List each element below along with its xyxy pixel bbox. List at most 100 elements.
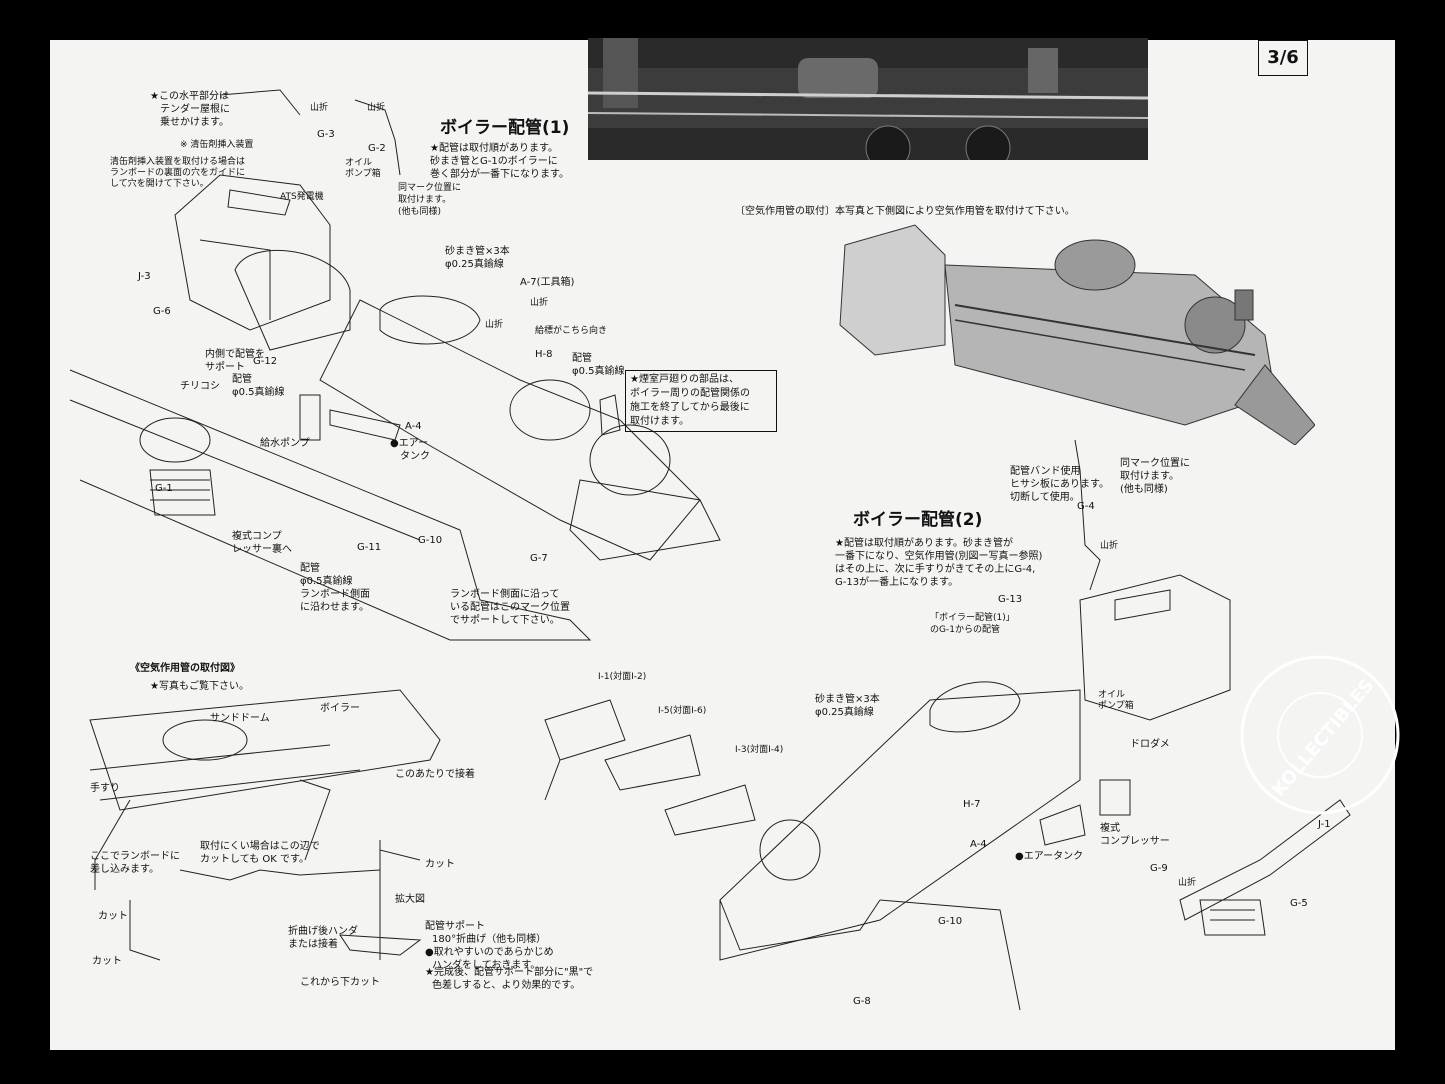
firebox-outline — [234, 249, 351, 351]
label-cutok-1: 取付にくい場合はこの辺で — [200, 841, 320, 852]
label-cutok-2: カットしても OK です。 — [200, 854, 309, 865]
label-sanddome: サンドドーム — [210, 713, 270, 724]
callout-rbs-1: ランボード側面に沿って — [450, 589, 560, 600]
instruction-sheet — [50, 40, 1395, 1050]
boiler2-outline — [719, 689, 1081, 961]
section2-note-3: はその上に、次に手すりがきてその上にG-4, — [835, 564, 1036, 575]
callout-compound-2: レッサー裏へ — [232, 544, 292, 555]
watermark-stamp: KOLLECTIBLES — [1230, 645, 1410, 825]
callout-oil-2: ポンプ箱 — [345, 169, 381, 179]
callout-oil2-2: ポンプ箱 — [1098, 701, 1134, 711]
label-boiler: ボイラー — [320, 703, 360, 714]
callout-dorodame: ドロダメ — [1130, 739, 1170, 750]
callout-samemark-2: 取付けます。 — [398, 195, 452, 205]
cab-outline — [174, 174, 331, 331]
callout-compressor-1: 複式 — [1100, 823, 1120, 834]
callout-rb-3: ランボード側面 — [300, 589, 370, 600]
part-label: G-3 — [317, 129, 335, 140]
fold-label-3: 山折 — [530, 298, 549, 308]
callout-same2-3: (他も同様) — [1120, 484, 1168, 495]
callout-ats: ATS発電機 — [280, 192, 324, 202]
callout-compressor-2: コンプレッサー — [1100, 836, 1170, 847]
smokebox-note-3: 施工を終了してから最後に — [630, 402, 750, 413]
label-cut-2: カット — [98, 911, 128, 922]
locomotive-photo-top — [588, 38, 1148, 160]
callout-cleaning: ※ 清缶剤挿入装置 — [180, 140, 254, 150]
label-enlarged: 拡大図 — [395, 894, 425, 905]
callout-dust: チリコシ — [180, 381, 220, 392]
fold-label-4: 山折 — [485, 320, 504, 330]
smokebox-note-2: ボイラー周りの配管関係の — [630, 388, 750, 399]
callout-refg1-2: のG-1からの配管 — [930, 625, 1000, 635]
callout-airtank-2: タンク — [400, 451, 430, 462]
part-label: J-3 — [138, 271, 151, 282]
callout-oil2-1: オイル — [1098, 690, 1126, 700]
part-label: A-4 — [970, 839, 987, 850]
callout-same2-2: 取付けます。 — [1120, 471, 1179, 482]
part-label: H-7 — [963, 799, 981, 810]
callout-oil-1: オイル — [345, 158, 373, 168]
callout-band-3: 切断して使用。 — [1010, 492, 1080, 503]
label-glue-here: このあたりで接着 — [395, 769, 475, 780]
part-label: H-8 — [535, 349, 553, 360]
label-insert-2: 差し込みます。 — [90, 864, 159, 875]
callout-airtank2: ●エアータンク — [1015, 851, 1084, 862]
section1-note-3: 巻く部分が一番下になります。 — [430, 169, 569, 180]
callout-sand-2: φ0.25真鍮線 — [445, 259, 504, 270]
smokebox-note-4: 取付けます。 — [630, 416, 689, 427]
part-label: G-10 — [938, 916, 963, 927]
boiler-outline — [319, 299, 701, 561]
callout-inner-2: サポート — [205, 362, 245, 373]
label-cut-1: カット — [425, 859, 455, 870]
label-cut-3: カット — [92, 956, 122, 967]
callout-cleaning-note-1: 清缶剤挿入装置を取付ける場合は — [110, 157, 246, 167]
callout-rbs-3: でサポートして下さい。 — [450, 615, 560, 626]
callout-feedwater: 給水ポンプ — [260, 438, 310, 449]
cab2-outline — [1079, 574, 1231, 721]
callout-inner-1: 内側で配管を — [205, 349, 265, 360]
label-insert-1: ここでランボードに — [90, 851, 180, 862]
callout-tender-2: テンダー屋根に — [160, 104, 230, 115]
label-support-4: ハンダをしておきます。 — [432, 960, 541, 971]
part-label: G-1 — [155, 483, 173, 494]
callout-compound-1: 複式コンプ — [232, 531, 282, 542]
callout-samemark-3: (他も同様) — [398, 207, 442, 217]
callout-band-1: 配管バンド使用 — [1010, 466, 1081, 477]
page-number: 3/6 — [1258, 40, 1308, 76]
fold-label-6: 山折 — [1178, 878, 1197, 888]
callout-cleaning-note-2: ランボードの裏面の穴をガイドに — [110, 168, 246, 178]
part-label: I-1(対面I-2) — [598, 672, 647, 682]
callout-tender-3: 乗せかけます。 — [160, 117, 229, 128]
airpipe-subtitle: ★写真もご覧下さい。 — [150, 681, 249, 692]
sanddome-outline — [379, 295, 481, 345]
airpipe-boiler-outline — [89, 689, 441, 811]
airpipe-title: 《空気作用管の取付図》 — [130, 663, 240, 674]
smokebox-note-1: ★煙室戸廻りの部品は、 — [630, 374, 739, 385]
section2-note-2: 一番下になり、空気作用管(別図ー写真ー参照) — [835, 551, 1043, 562]
callout-sand2-2: φ0.25真鍮線 — [815, 707, 874, 718]
part-label: I-3(対面I-4) — [735, 745, 784, 755]
section1-note-2: 砂まき管とG-1のボイラーに — [430, 156, 558, 167]
callout-pipe-a: 配管 — [232, 374, 252, 385]
part-label: J-1 — [1318, 819, 1331, 830]
runboard-outline — [69, 369, 592, 641]
callout-sand-1: 砂まき管×3本 — [445, 246, 510, 257]
part-label: I-5(対面I-6) — [658, 706, 707, 716]
callout-rb-2: φ0.5真鍮線 — [300, 576, 353, 587]
callout-samemark-1: 同マーク位置に — [398, 183, 462, 193]
fold-label-2: 山折 — [367, 103, 386, 113]
label-support-1: 配管サポート — [425, 921, 485, 932]
smokebox-note-box: ★煙室戸廻りの部品は、 ボイラー周りの配管関係の 施工を終了してから最後に 取付… — [625, 370, 777, 432]
callout-same2-1: 同マーク位置に — [1120, 458, 1190, 469]
part-label: G-12 — [253, 356, 278, 367]
callout-rbs-2: いる配管はこのマーク位置 — [450, 602, 570, 613]
callout-pipe05-1: 配管 — [572, 353, 592, 364]
callout-refg1-1: 「ボイラー配管(1)」 — [930, 613, 1015, 623]
callout-band-2: ヒサシ板にあります。 — [1010, 479, 1109, 490]
photo-caption: 〔空気作用管の取付〕本写真と下側図により空気作用管を取付けて下さい。 — [735, 206, 1075, 217]
label-support-2: 180°折曲げ（他も同様） — [432, 934, 547, 945]
label-support-3: ●取れやすいのであらかじめ — [425, 947, 554, 958]
section2-title: ボイラー配管(2) — [853, 510, 983, 530]
label-black-1: ★完成後、配管サポート部分に"黒"で — [425, 967, 594, 978]
